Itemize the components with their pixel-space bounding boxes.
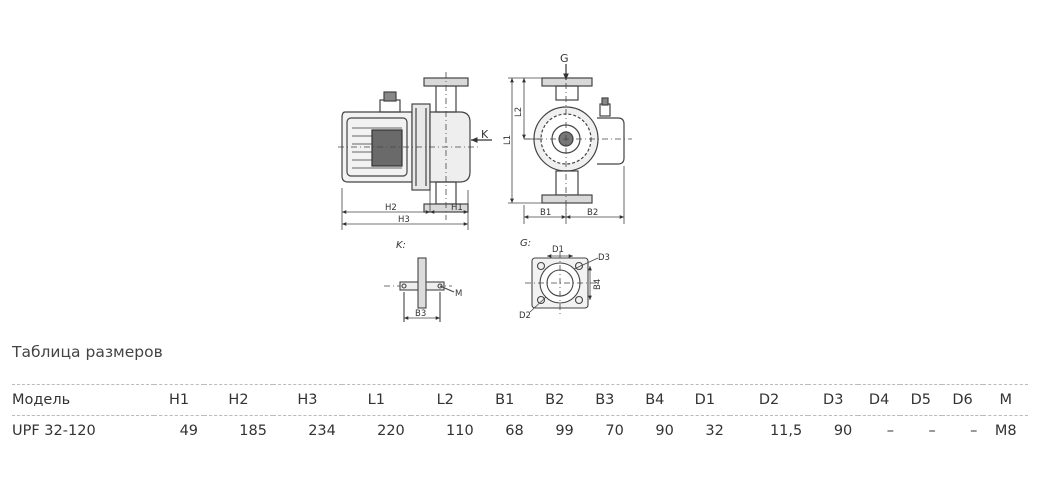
g-detail-view (525, 252, 599, 314)
table-body: UPF 32-120 49 185 234 220 110 68 99 70 90 32 11,5 90… (12, 416, 1028, 447)
column-header: D2 (758, 392, 780, 408)
label-m: M (455, 289, 462, 299)
label-d1: D1 (552, 245, 564, 255)
pump-side-view (338, 72, 480, 220)
table-cell: 220 (377, 423, 405, 439)
column-header: H2 (228, 392, 249, 408)
table-cell: – (928, 423, 936, 439)
table-cell: 68 (505, 423, 524, 439)
table-row: UPF 32-120 49 185 234 220 110 68 99 70 90 32 11,5 90… (12, 416, 1028, 447)
table-title: Таблица размеров (12, 343, 163, 361)
label-d2: D2 (519, 311, 531, 321)
label-b3: B3 (415, 309, 426, 319)
table-cell: 49 (179, 423, 199, 439)
label-k: K (481, 128, 489, 141)
column-header: B2 (545, 392, 565, 408)
label-k-view: K: (396, 240, 406, 251)
table-cell: UPF 32-120 (12, 423, 96, 439)
pump-front-view (524, 70, 632, 214)
table-cell: – (886, 423, 894, 439)
column-header: L2 (436, 392, 454, 408)
column-header: H1 (168, 392, 190, 408)
column-header: Модель (12, 392, 71, 408)
column-header: B4 (645, 392, 665, 408)
label-l2: L2 (514, 107, 524, 117)
side-view-dimensions (341, 188, 469, 230)
column-header: D1 (694, 392, 716, 408)
column-header: D5 (910, 392, 932, 408)
table-cell: 90 (655, 423, 674, 439)
front-view-dimensions (508, 77, 625, 224)
label-g-view: G: (520, 238, 531, 249)
table-cell: – (970, 423, 978, 439)
table-cell: 70 (605, 423, 624, 439)
column-header: D4 (868, 392, 890, 408)
label-b4: B4 (593, 279, 603, 290)
table-cell: 99 (555, 423, 574, 439)
label-d3: D3 (598, 253, 610, 263)
k-detail-view (384, 257, 455, 322)
label-h3: H3 (398, 215, 410, 225)
table-cell: 90 (833, 423, 853, 439)
column-header: B1 (495, 392, 515, 408)
column-header: B3 (595, 392, 615, 408)
label-h2: H2 (385, 203, 397, 213)
table-cell: 110 (446, 423, 474, 439)
label-b2: B2 (587, 208, 598, 218)
column-header: D6 (952, 392, 973, 408)
column-header: L1 (367, 392, 385, 408)
table-cell: M8 (994, 423, 1017, 439)
label-g: G (560, 52, 569, 65)
label-l1: L1 (503, 135, 513, 145)
table-cell: 185 (239, 423, 267, 439)
table-cell: 32 (705, 423, 724, 439)
label-h1: H1 (451, 203, 463, 213)
column-header: H3 (297, 392, 318, 408)
dimensions-table: Модель H1 H2 H3 L1 L2 B1 B2 B3 B4 D1 D2 D3 D4 D5 D6 M UP… (12, 384, 1028, 446)
column-header: D3 (823, 392, 844, 408)
label-b1: B1 (540, 208, 551, 218)
pump-dimension-drawing: K H2 H1 H3 G (338, 52, 632, 322)
table-header-row: Модель H1 H2 H3 L1 L2 B1 B2 B3 B4 D1 D2 D3 D4 D5 D6 M (12, 384, 1028, 416)
table-cell: 234 (308, 423, 336, 439)
column-header: M (999, 392, 1012, 408)
table-cell: 11,5 (769, 423, 803, 439)
